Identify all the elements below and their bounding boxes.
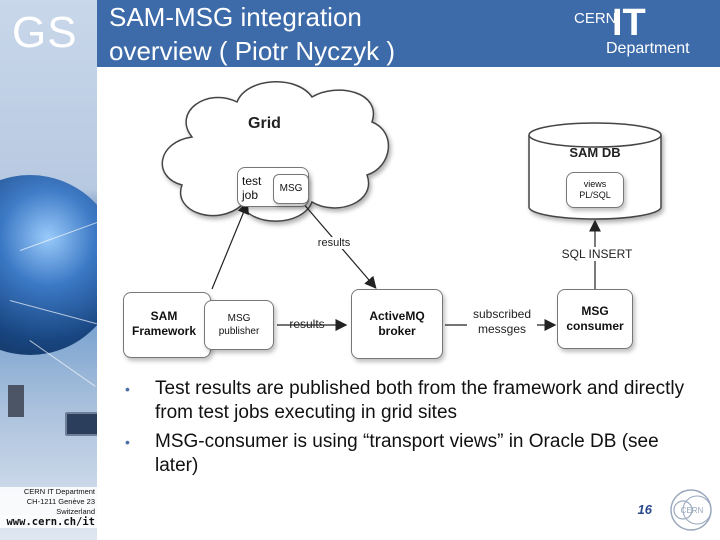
- test-job-line: job: [242, 188, 259, 202]
- cern-seal-icon: CERN: [670, 489, 712, 531]
- grid-label: Grid: [248, 115, 281, 132]
- bullet-icon: •: [125, 434, 130, 450]
- server-icon: [8, 385, 24, 417]
- address-line: Switzerland: [56, 507, 95, 516]
- msg-consumer-line: MSG: [581, 304, 609, 318]
- footer-address: CERN IT Department CH-1211 Genève 23 Swi…: [0, 487, 97, 517]
- subscribed-messages-label: subscribed messges: [467, 307, 537, 337]
- title-line: overview ( Piotr Nyczyk ): [109, 36, 396, 66]
- arrow-framework-to-test-job: [211, 201, 249, 290]
- subscribed-line: subscribed: [472, 307, 532, 321]
- sam-framework-line: Framework: [131, 324, 197, 338]
- footer-url[interactable]: www.cern.ch/it: [0, 516, 97, 528]
- views-plsql-label: views PL/SQL: [567, 179, 623, 201]
- msg-publisher-line: publisher: [218, 326, 260, 337]
- logo-cern-text: CERN: [574, 10, 617, 27]
- sam-framework-box: SAM Framework: [123, 292, 211, 358]
- title-line: SAM-MSG integration: [109, 2, 362, 32]
- architecture-diagram: Grid test job MSG results SAM Framework …: [97, 67, 720, 367]
- subscribed-line: messges: [477, 322, 527, 336]
- activemq-label: ActiveMQ broker: [352, 309, 442, 339]
- slide-title: SAM-MSG integration overview ( Piotr Nyc…: [109, 0, 395, 68]
- views-line: PL/SQL: [579, 190, 611, 200]
- results-label-grid: results: [309, 237, 359, 249]
- bullet-item: • Test results are published both from t…: [125, 377, 695, 425]
- msg-publisher-line: MSG: [227, 313, 251, 324]
- page-number: 16: [637, 502, 652, 517]
- sidebar-decoration: GS CERN IT Department CH-1211 Genève 23 …: [0, 0, 97, 540]
- msg-publisher-label: MSG publisher: [205, 312, 273, 338]
- test-job-label: test job: [242, 174, 261, 202]
- activemq-line: broker: [378, 324, 416, 338]
- bullet-item: • MSG-consumer is using “transport views…: [125, 430, 695, 478]
- header-band: SAM-MSG integration overview ( Piotr Nyc…: [97, 0, 720, 67]
- sql-insert-label: SQL INSERT: [552, 247, 642, 261]
- cern-it-logo: CERN IT Department: [574, 2, 714, 61]
- address-line: CERN IT Department: [23, 487, 95, 496]
- address-line: CH-1211 Genève 23: [26, 497, 95, 506]
- activemq-broker-box: ActiveMQ broker: [351, 289, 443, 359]
- msg-publisher-box: MSG publisher: [204, 300, 274, 350]
- svg-text:CERN: CERN: [681, 506, 704, 515]
- grid-msg-box: MSG: [273, 174, 309, 204]
- bullet-text: Test results are published both from the…: [155, 378, 685, 423]
- msg-consumer-line: consumer: [566, 319, 624, 333]
- msg-consumer-label: MSG consumer: [558, 304, 632, 334]
- msg-consumer-box: MSG consumer: [557, 289, 633, 349]
- bullet-text: MSG-consumer is using “transport views” …: [155, 431, 659, 476]
- grid-cloud: [161, 81, 389, 222]
- views-plsql-box: views PL/SQL: [566, 172, 624, 208]
- sam-framework-line: SAM: [150, 309, 178, 323]
- logo-it-text: IT: [612, 2, 646, 44]
- gs-logo: GS: [12, 8, 78, 57]
- activemq-line: ActiveMQ: [369, 309, 425, 323]
- bullet-icon: •: [125, 381, 130, 397]
- sam-db-label: SAM DB: [569, 145, 621, 160]
- logo-department-text: Department: [606, 40, 690, 57]
- globe-image: [0, 175, 97, 355]
- test-job-line: test: [242, 174, 262, 188]
- bullet-list: • Test results are published both from t…: [125, 377, 695, 483]
- laptop-icon: [65, 412, 97, 436]
- sam-framework-label: SAM Framework: [124, 309, 204, 339]
- views-line: views: [583, 179, 607, 189]
- results-label-framework: results: [289, 317, 325, 331]
